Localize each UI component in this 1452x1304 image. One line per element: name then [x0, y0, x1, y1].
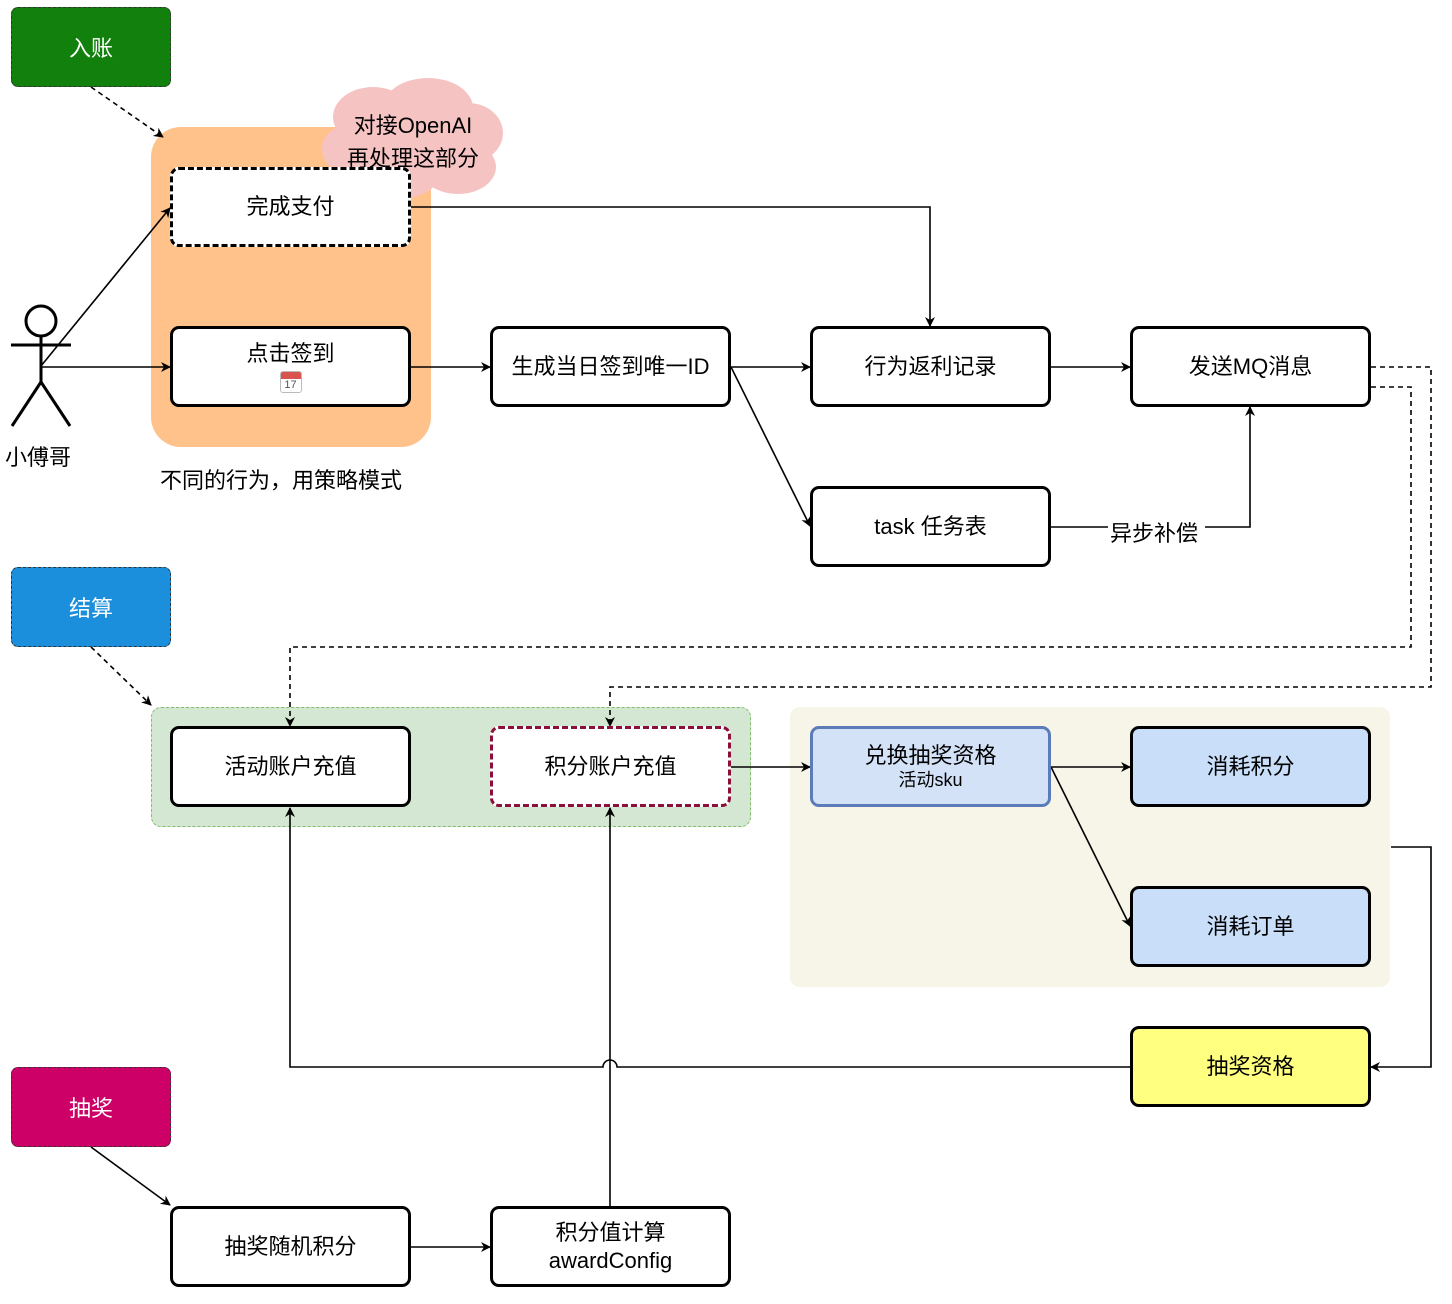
node-lottery-random-points[interactable]: 抽奖随机积分 — [170, 1206, 411, 1287]
node-points-account-recharge-label: 积分账户充值 — [544, 753, 677, 779]
calendar-icon: 17 — [279, 370, 302, 393]
node-gen-signin-id[interactable]: 生成当日签到唯一ID — [490, 326, 731, 407]
node-points-value-calc-label: 积分值计算 — [555, 1220, 666, 1245]
node-rebate-record-label: 行为返利记录 — [864, 353, 997, 379]
node-task-table-label: task 任务表 — [874, 513, 987, 539]
node-complete-payment-label: 完成支付 — [246, 194, 335, 220]
edge-label-async-compensation: 异步补偿 — [1108, 516, 1201, 548]
cloud-note-line2: 再处理这部分 — [346, 146, 479, 171]
calendar-day: 17 — [284, 378, 297, 391]
node-exchange-qualification-label: 兑换抽奖资格 — [864, 742, 997, 768]
node-gen-signin-id-label: 生成当日签到唯一ID — [511, 353, 710, 379]
cloud-note-line1: 对接OpenAI — [353, 113, 473, 138]
cloud-note-shape — [322, 78, 503, 199]
node-lottery-qualification-label: 抽奖资格 — [1206, 1053, 1295, 1079]
node-activity-account-recharge[interactable]: 活动账户充值 — [170, 726, 411, 807]
node-exchange-qualification-sub: 活动sku — [898, 770, 963, 790]
node-click-signin[interactable]: 点击签到 17 — [170, 326, 411, 407]
node-consume-order-label: 消耗订单 — [1206, 913, 1295, 939]
node-send-mq[interactable]: 发送MQ消息 — [1130, 326, 1371, 407]
tag-jiesuan: 结算 — [11, 567, 171, 647]
node-points-account-recharge[interactable]: 积分账户充值 — [490, 726, 731, 807]
node-lottery-qualification[interactable]: 抽奖资格 — [1130, 1026, 1371, 1107]
node-send-mq-label: 发送MQ消息 — [1188, 353, 1313, 379]
node-lottery-random-points-label: 抽奖随机积分 — [224, 1233, 357, 1259]
actor-icon — [10, 304, 72, 427]
tag-choujiang: 抽奖 — [11, 1067, 171, 1147]
actor-name: 小傅哥 — [5, 445, 72, 470]
node-task-table[interactable]: task 任务表 — [810, 486, 1051, 567]
node-click-signin-label: 点击签到 — [246, 341, 335, 367]
tag-ruzhang: 入账 — [11, 7, 171, 87]
node-rebate-record[interactable]: 行为返利记录 — [810, 326, 1051, 407]
node-points-value-calc-sub: awardConfig — [548, 1247, 673, 1273]
node-consume-points[interactable]: 消耗积分 — [1130, 726, 1371, 807]
node-consume-points-label: 消耗积分 — [1206, 753, 1295, 779]
node-points-value-calc[interactable]: 积分值计算 awardConfig — [490, 1206, 731, 1287]
node-consume-order[interactable]: 消耗订单 — [1130, 886, 1371, 967]
node-activity-account-recharge-label: 活动账户充值 — [224, 753, 357, 779]
node-complete-payment[interactable]: 完成支付 — [170, 167, 411, 247]
node-exchange-qualification[interactable]: 兑换抽奖资格 活动sku — [810, 726, 1051, 807]
strategy-caption: 不同的行为，用策略模式 — [160, 468, 403, 493]
